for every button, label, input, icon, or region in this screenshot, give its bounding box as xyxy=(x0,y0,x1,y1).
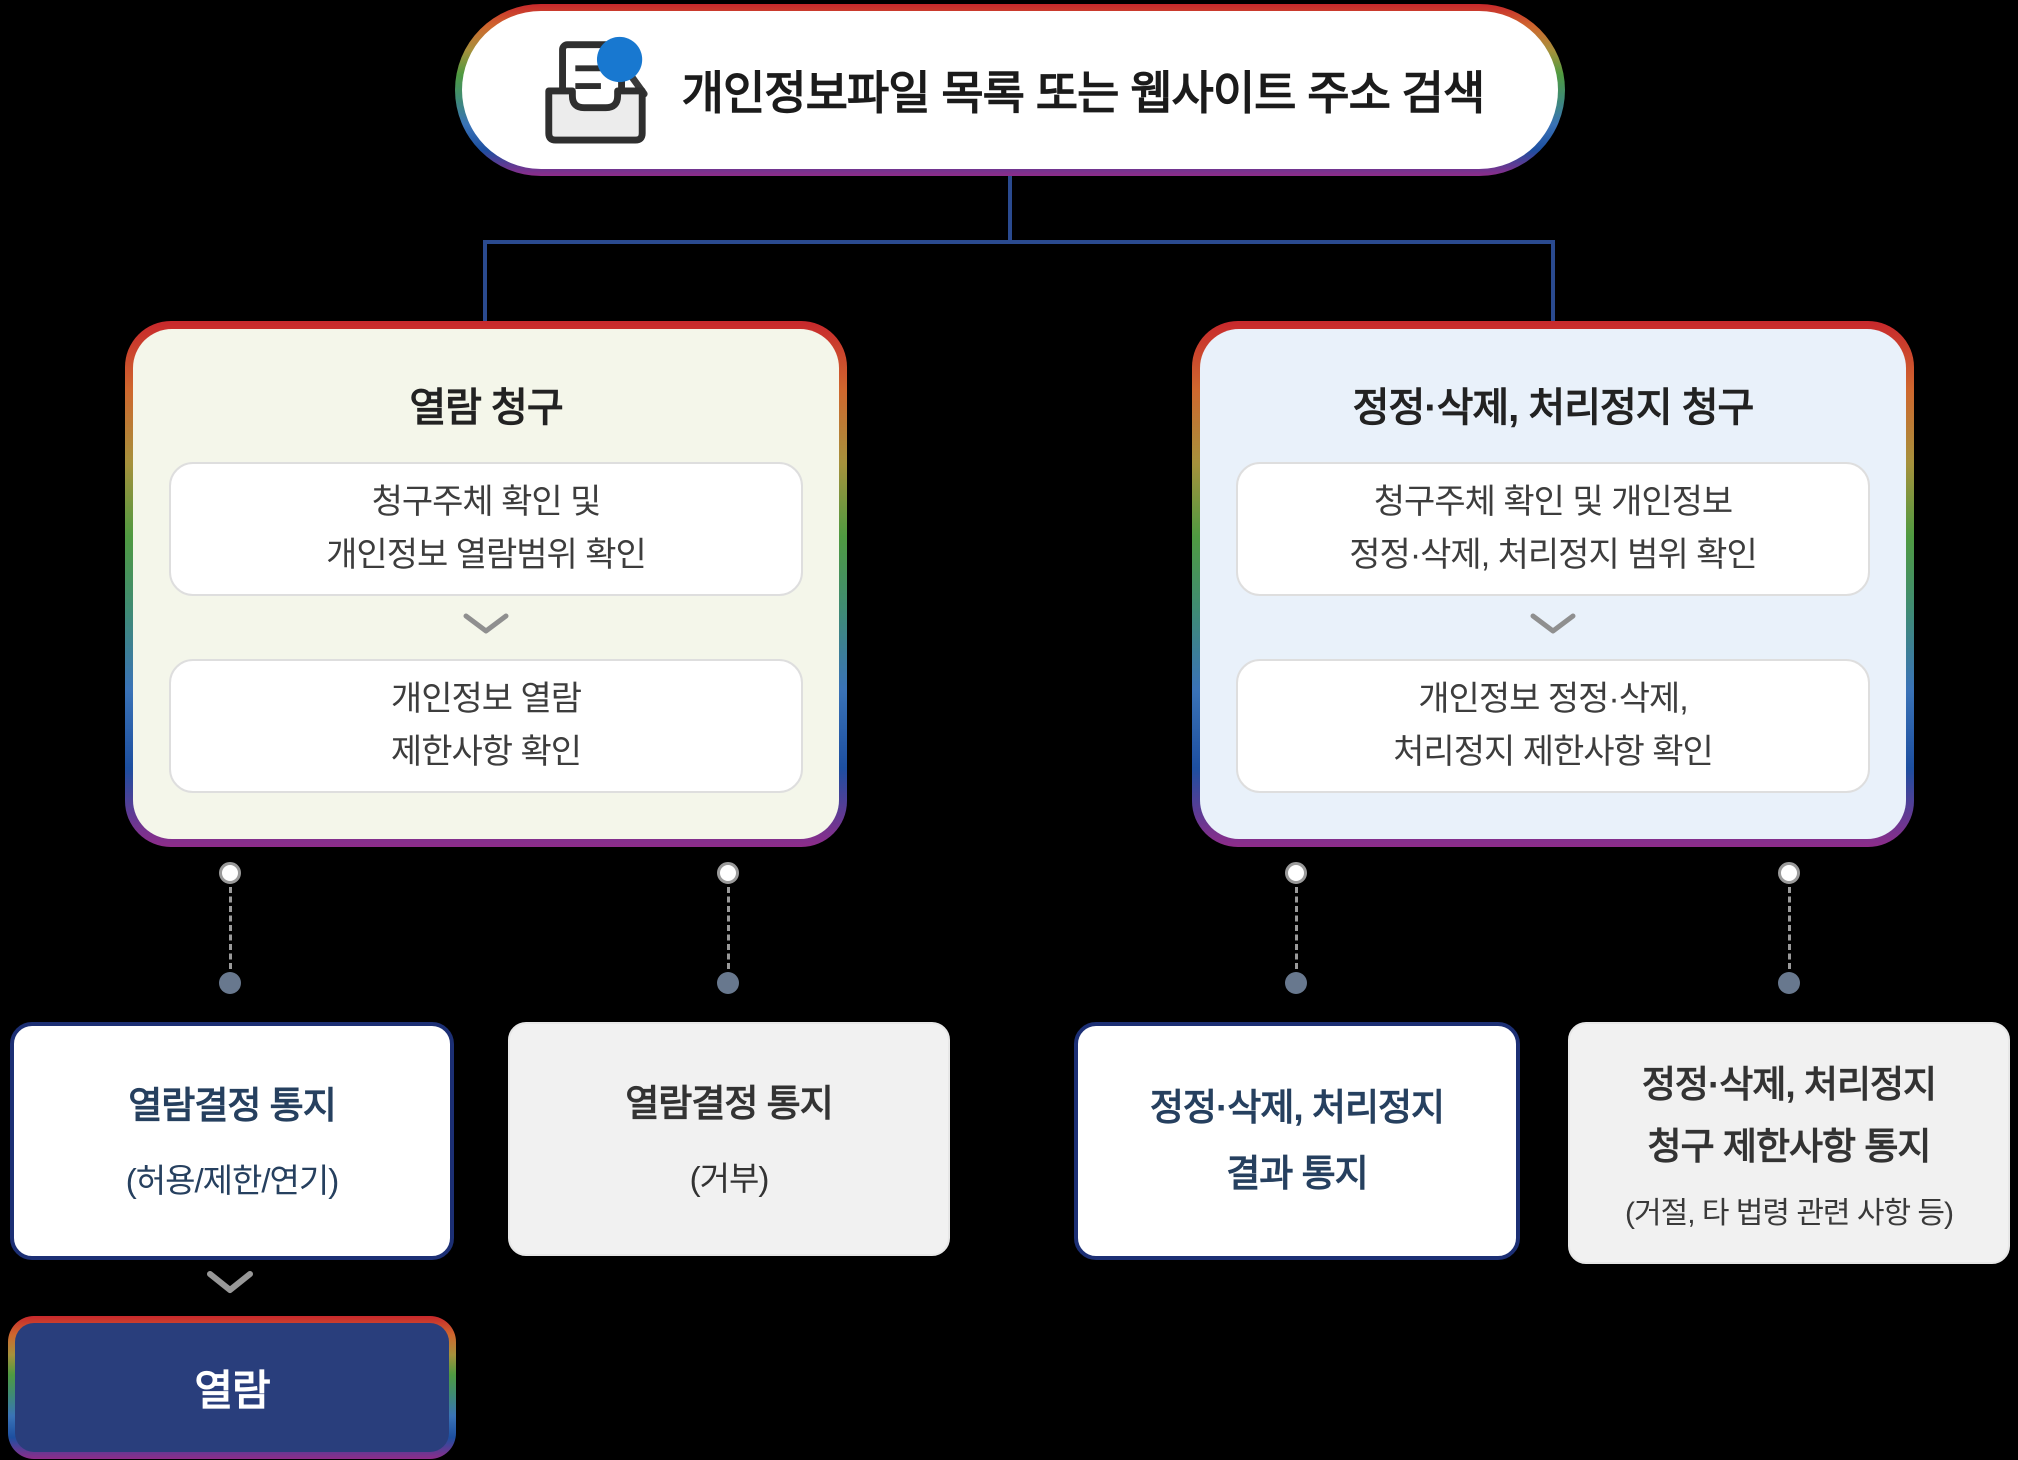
outcome-title: 정정·삭제, 처리정지 xyxy=(1641,1064,1937,1105)
step-verify-requester-correction: 청구주체 확인 및 개인정보 정정·삭제, 처리정지 범위 확인 xyxy=(1236,462,1870,596)
step-text-line: 개인정보 열람범위 확인 xyxy=(326,536,647,574)
connector-dot-bottom xyxy=(1285,972,1307,994)
search-pill: 개인정보파일 목록 또는 웹사이트 주소 검색 xyxy=(455,4,1565,176)
outcome-title: 결과 통지 xyxy=(1226,1153,1368,1194)
step-text-line: 정정·삭제, 처리정지 범위 확인 xyxy=(1349,536,1757,574)
step-check-view-restrictions: 개인정보 열람 제한사항 확인 xyxy=(169,659,803,793)
connector-dashed-line xyxy=(726,887,730,969)
connector-dot-top xyxy=(1778,862,1800,884)
outcome-view-decision-notice: 열람결정 통지 (허용/제한/연기) xyxy=(10,1022,454,1260)
panel-view-request-title: 열람 청구 xyxy=(409,386,563,430)
dashed-connector-3 xyxy=(1285,862,1307,994)
outcome-subtitle: (거부) xyxy=(689,1160,770,1197)
connector-dashed-line xyxy=(228,887,232,969)
outcome-title: 청구 제한사항 통지 xyxy=(1647,1126,1932,1167)
outcome-subtitle: (허용/제한/연기) xyxy=(125,1162,339,1199)
step-text-line: 청구주체 확인 및 개인정보 xyxy=(1373,483,1733,521)
outcome-correction-result-notice: 정정·삭제, 처리정지 결과 통지 xyxy=(1074,1022,1520,1260)
connector-dot-bottom xyxy=(717,972,739,994)
dashed-connector-2 xyxy=(717,862,739,994)
step-check-correction-restrictions: 개인정보 정정·삭제, 처리정지 제한사항 확인 xyxy=(1236,659,1870,793)
tree-stem-line xyxy=(1008,176,1012,242)
document-search-icon xyxy=(536,29,654,152)
step-text-line: 제한사항 확인 xyxy=(390,733,582,771)
page-title: 개인정보파일 목록 또는 웹사이트 주소 검색 xyxy=(681,67,1486,119)
panel-view-request: 열람 청구 청구주체 확인 및 개인정보 열람범위 확인 개인정보 열람 제한사… xyxy=(125,321,847,847)
panel-correction-request: 정정·삭제, 처리정지 청구 청구주체 확인 및 개인정보 정정·삭제, 처리정… xyxy=(1192,321,1914,847)
panel-correction-request-title: 정정·삭제, 처리정지 청구 xyxy=(1352,386,1755,430)
step-verify-requester-view: 청구주체 확인 및 개인정보 열람범위 확인 xyxy=(169,462,803,596)
outcome-subtitle: (거절, 타 법령 관련 사항 등) xyxy=(1625,1197,1954,1230)
outcome-title: 열람결정 통지 xyxy=(128,1085,337,1126)
connector-dot-bottom xyxy=(219,972,241,994)
dashed-connector-4 xyxy=(1778,862,1800,994)
tree-drop-right-line xyxy=(1551,240,1555,323)
connector-dot-top xyxy=(219,862,241,884)
step-text-line: 청구주체 확인 및 xyxy=(371,483,602,521)
connector-dot-top xyxy=(717,862,739,884)
chevron-down-icon xyxy=(1200,612,1906,636)
step-text-line: 개인정보 정정·삭제, xyxy=(1418,680,1688,718)
final-view-label: 열람 xyxy=(194,1367,270,1414)
connector-dashed-line xyxy=(1787,887,1791,969)
connector-dot-bottom xyxy=(1778,972,1800,994)
tree-drop-left-line xyxy=(483,240,487,323)
connector-dot-top xyxy=(1285,862,1307,884)
chevron-down-icon xyxy=(133,612,839,636)
tree-horizontal-line xyxy=(483,240,1555,244)
chevron-down-icon xyxy=(206,1270,254,1301)
outcome-title: 열람결정 통지 xyxy=(625,1083,834,1124)
final-view-box: 열람 xyxy=(8,1316,456,1459)
outcome-view-decision-notice-denied: 열람결정 통지 (거부) xyxy=(508,1022,950,1256)
step-text-line: 처리정지 제한사항 확인 xyxy=(1393,733,1714,771)
connector-dashed-line xyxy=(1294,887,1298,969)
step-text-line: 개인정보 열람 xyxy=(390,680,582,718)
search-pill-inner: 개인정보파일 목록 또는 웹사이트 주소 검색 xyxy=(462,11,1558,169)
dashed-connector-1 xyxy=(219,862,241,994)
outcome-correction-restriction-notice: 정정·삭제, 처리정지 청구 제한사항 통지 (거절, 타 법령 관련 사항 등… xyxy=(1568,1022,2010,1264)
outcome-title: 정정·삭제, 처리정지 xyxy=(1149,1087,1445,1128)
